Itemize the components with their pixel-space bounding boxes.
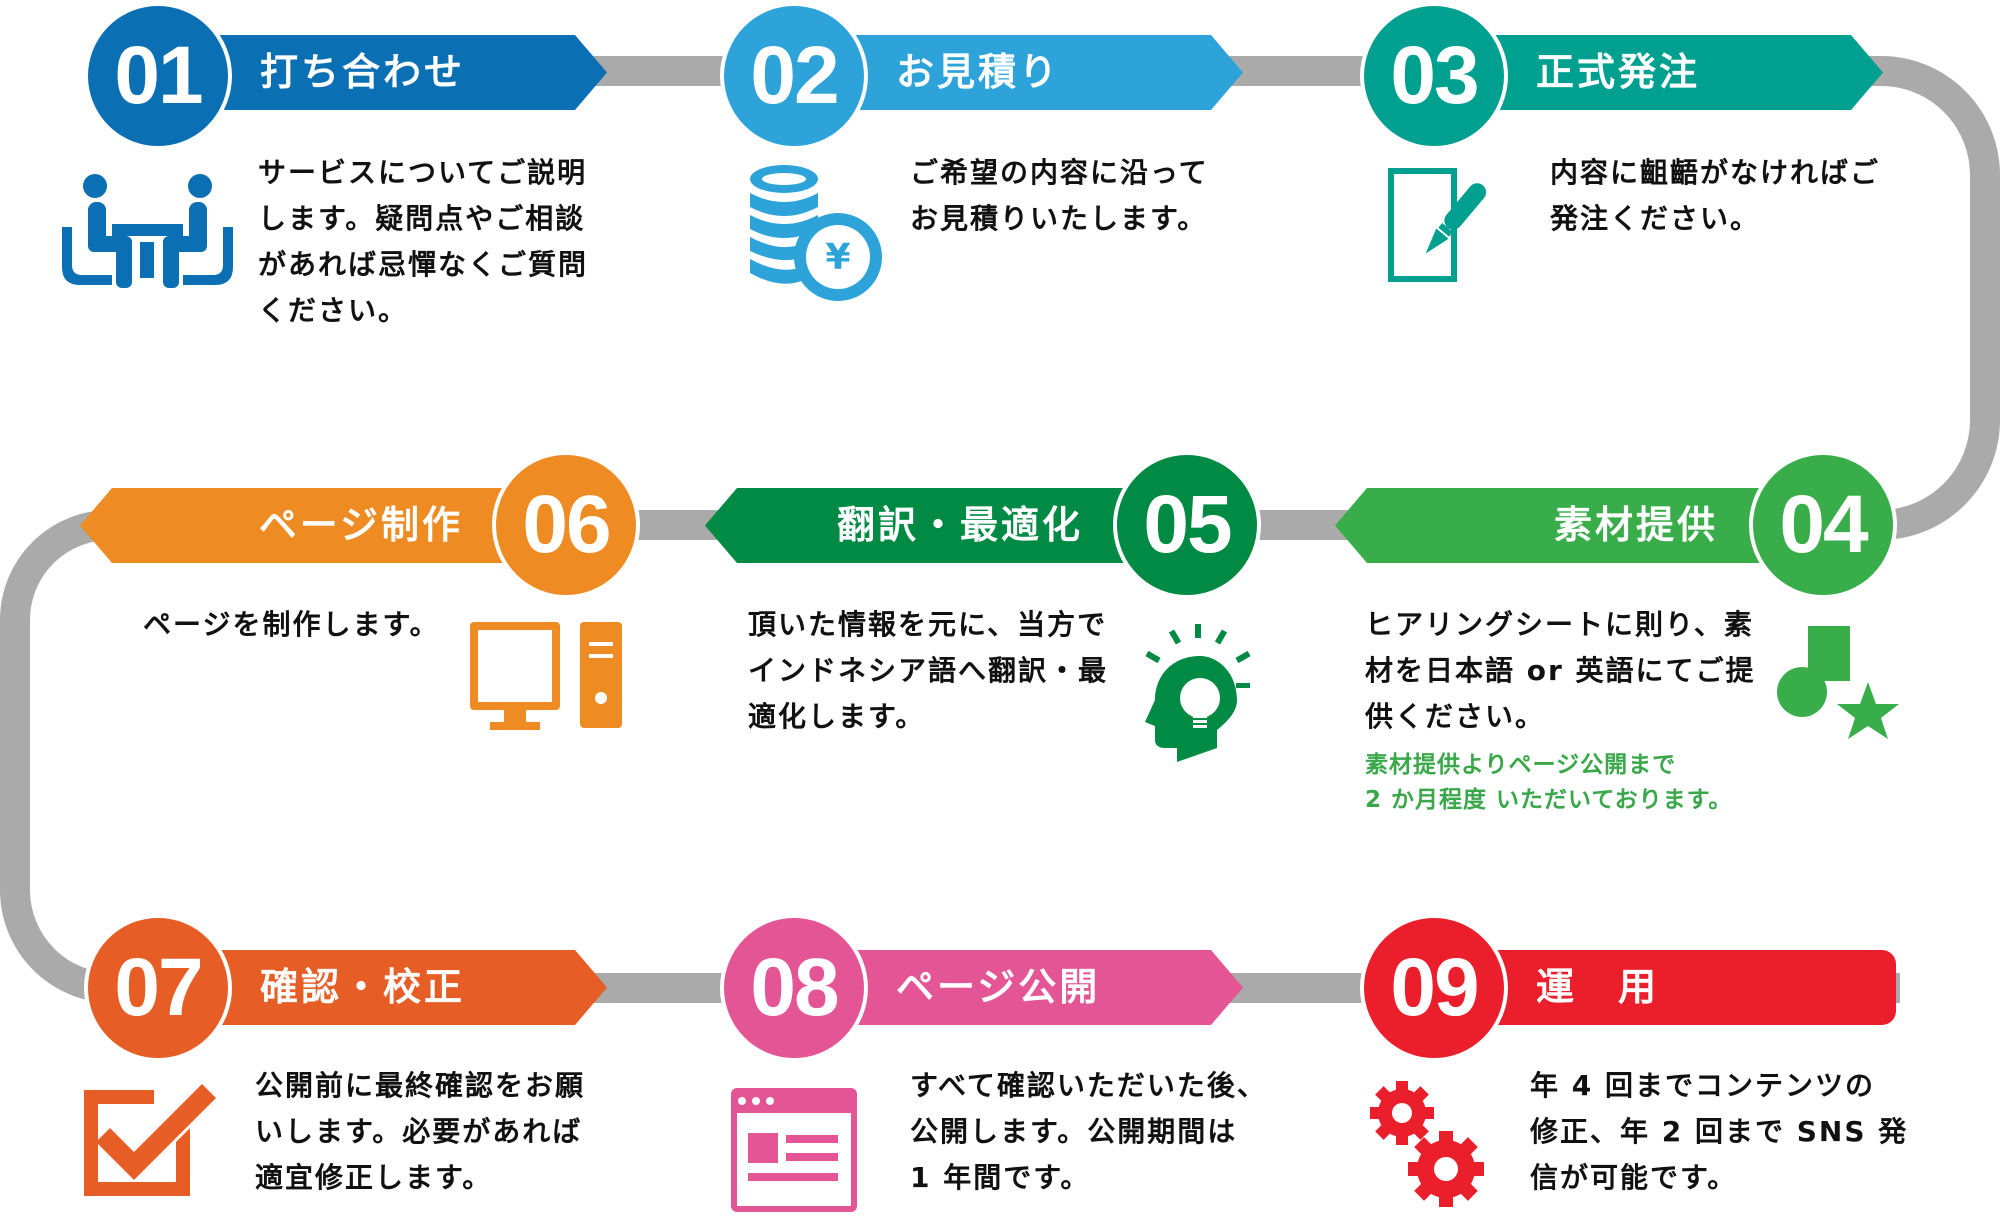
shapes-icon (1777, 626, 1899, 739)
description-line: があれば忌憚なくご質問 (258, 248, 589, 281)
description-line: すべて確認いただいた後、 (910, 1069, 1267, 1102)
yen-coins-icon: ¥ (750, 165, 882, 301)
step-03-description: 内容に齟齬がなければご 発注ください。 (1550, 150, 1880, 242)
description-line: 信が可能です。 (1530, 1161, 1738, 1194)
step-08-banner: ページ公開 (816, 950, 1243, 1025)
step-06-title: ページ制作 (258, 503, 463, 547)
step-07-title: 確認・校正 (260, 965, 466, 1009)
step-09-banner: 運 用 (1456, 950, 1896, 1025)
description-line: 適化します。 (748, 700, 926, 733)
description-line: します。疑問点やご相談 (258, 202, 586, 235)
description-line: インドネシア語へ翻訳・最 (748, 654, 1109, 687)
note-line: 2 か月程度 いただいております。 (1365, 787, 1733, 813)
step-03-number-badge: 03 (1360, 2, 1508, 150)
step-01-title: 打ち合わせ (260, 50, 466, 94)
description-line: サービスについてご説明 (258, 156, 588, 189)
description-line: 頂いた情報を元に、当方で (748, 608, 1108, 641)
browser-window-icon (731, 1088, 857, 1212)
description-line: お見積りいたします。 (910, 202, 1208, 235)
description-line: 適宜修正します。 (255, 1161, 493, 1194)
step-02-number-badge: 02 (720, 2, 868, 150)
description-line: 公開前に最終確認をお願 (255, 1069, 586, 1102)
step-07-number-badge: 07 (84, 914, 232, 1062)
step-03-banner: 正式発注 (1456, 35, 1883, 110)
step-04-banner: 素材提供 (1335, 488, 1800, 563)
description-line: ページを制作します。 (143, 608, 440, 641)
step-04-title: 素材提供 (1553, 503, 1718, 547)
step-06-description: ページを制作します。 (143, 602, 440, 648)
svg-text:¥: ¥ (825, 237, 850, 278)
meeting-icon (62, 174, 233, 288)
step-08-description: すべて確認いただいた後、 公開します。公開期間は 1 年間です。 (910, 1063, 1267, 1201)
gears-icon (1370, 1081, 1484, 1207)
description-line: 材を日本語 or 英語にてご提 (1365, 654, 1756, 687)
step-05-banner: 翻訳・最適化 (705, 488, 1165, 563)
step-08-title: ページ公開 (896, 965, 1101, 1009)
step-07-banner: 確認・校正 (180, 950, 607, 1025)
step-02-description: ご希望の内容に沿って お見積りいたします。 (910, 150, 1209, 242)
step-02-banner: お見積り (816, 35, 1243, 110)
step-01-banner: 打ち合わせ (180, 35, 607, 110)
step-09-number-badge: 09 (1360, 914, 1508, 1062)
step-04-description: ヒアリングシートに則り、素 材を日本語 or 英語にてご提 供ください。 (1365, 602, 1756, 740)
step-06-banner: ページ制作 (80, 488, 545, 563)
step-04-timeline-note: 素材提供よりページ公開まで 2 か月程度 いただいております。 (1365, 748, 1732, 818)
description-line: 1 年間です。 (910, 1161, 1091, 1194)
step-02-title: お見積り (896, 50, 1061, 94)
description-line: 内容に齟齬がなければご (1550, 156, 1881, 189)
description-line: ください。 (258, 294, 409, 327)
step-09-description: 年 4 回までコンテンツの 修正、年 2 回まで SNS 発 信が可能です。 (1530, 1063, 1908, 1201)
description-line: ヒアリングシートに則り、素 (1365, 608, 1754, 641)
step-05-description: 頂いた情報を元に、当方で インドネシア語へ翻訳・最 適化します。 (748, 602, 1108, 740)
step-05-title: 翻訳・最適化 (836, 503, 1083, 547)
step-07-description: 公開前に最終確認をお願 いします。必要があれば 適宜修正します。 (255, 1063, 585, 1201)
description-line: 年 4 回までコンテンツの (1530, 1069, 1875, 1102)
description-line: 公開します。公開期間は (910, 1115, 1238, 1148)
desktop-computer-icon (470, 622, 622, 730)
head-lightbulb-icon (1145, 624, 1251, 762)
description-line: 修正、年 2 回まで SNS 発 (1530, 1115, 1909, 1148)
note-line: 素材提供よりページ公開まで (1365, 752, 1677, 778)
description-line: 発注ください。 (1550, 202, 1761, 235)
step-09-title: 運 用 (1536, 965, 1660, 1009)
step-05-number-badge: 05 (1113, 451, 1261, 599)
description-line: いします。必要があれば (255, 1115, 583, 1148)
step-04-number-badge: 04 (1749, 451, 1897, 599)
description-line: ご希望の内容に沿って (910, 156, 1209, 189)
checkbox-icon (84, 1084, 216, 1196)
step-06-number-badge: 06 (492, 451, 640, 599)
step-08-number-badge: 08 (720, 914, 868, 1062)
document-pen-icon (1388, 168, 1487, 282)
step-03-title: 正式発注 (1536, 50, 1701, 94)
step-01-description: サービスについてご説明 します。疑問点やご相談 があれば忌憚なくご質問 ください… (258, 150, 588, 334)
step-01-number-badge: 01 (84, 2, 232, 150)
description-line: 供ください。 (1365, 700, 1546, 733)
